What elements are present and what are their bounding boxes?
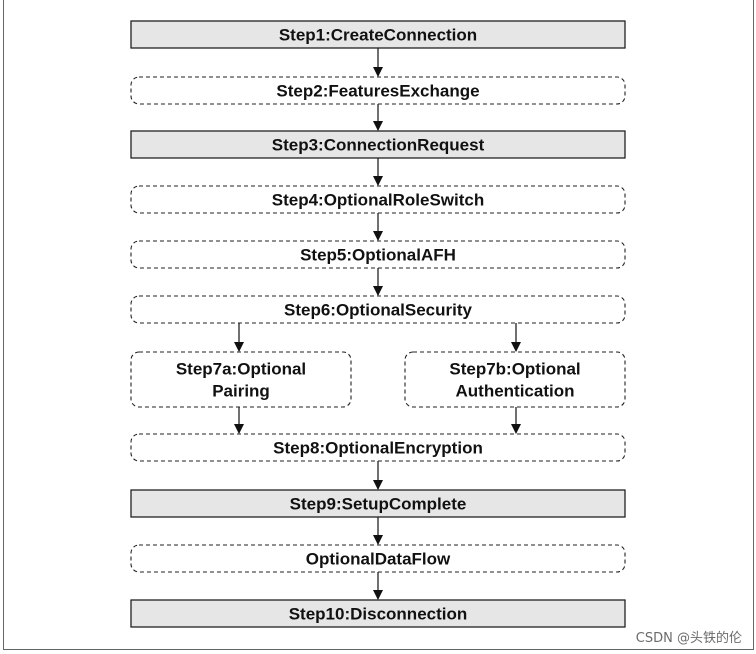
- node-box-step3: [130, 130, 626, 159]
- node-label-step7a-line2: Pairing: [212, 382, 270, 401]
- node-step3: Step3:ConnectionRequest: [130, 130, 626, 159]
- node-step5: Step5:OptionalAFH: [130, 240, 626, 269]
- node-label-step6: Step6:OptionalSecurity: [284, 301, 473, 320]
- node-box-step2: [130, 76, 626, 105]
- node-label-step7a-line1: Step7a:Optional: [176, 360, 306, 379]
- node-box-step10: [130, 599, 626, 628]
- node-box-step6: [130, 295, 626, 324]
- node-box-step9: [130, 489, 626, 518]
- node-box-step5: [130, 240, 626, 269]
- node-label-step1: Step1:CreateConnection: [279, 26, 477, 45]
- node-box-step7b: [404, 351, 626, 408]
- node-label-step9: Step9:SetupComplete: [290, 495, 467, 514]
- node-box-dataflow: [130, 544, 626, 573]
- node-label-step2: Step2:FeaturesExchange: [276, 82, 479, 101]
- node-box-step1: [130, 20, 626, 49]
- node-label-step4: Step4:OptionalRoleSwitch: [272, 191, 485, 210]
- watermark: CSDN @头铁的伦: [635, 631, 742, 646]
- node-step4: Step4:OptionalRoleSwitch: [130, 185, 626, 214]
- node-label-step7b-line2: Authentication: [456, 382, 575, 401]
- node-dataflow: OptionalDataFlow: [130, 544, 626, 573]
- node-label-step7b-line1: Step7b:Optional: [449, 360, 580, 379]
- node-label-step3: Step3:ConnectionRequest: [272, 136, 485, 155]
- node-box-step4: [130, 185, 626, 214]
- node-step10: Step10:Disconnection: [130, 599, 626, 628]
- node-step2: Step2:FeaturesExchange: [130, 76, 626, 105]
- node-step9: Step9:SetupComplete: [130, 489, 626, 518]
- node-label-dataflow: OptionalDataFlow: [306, 550, 451, 569]
- node-step1: Step1:CreateConnection: [130, 20, 626, 49]
- node-box-step7a: [130, 351, 352, 408]
- node-label-step5: Step5:OptionalAFH: [300, 246, 456, 265]
- figure-frame: [3, 0, 754, 650]
- node-label-step10: Step10:Disconnection: [289, 605, 468, 624]
- node-box-step8: [130, 433, 626, 462]
- node-step6: Step6:OptionalSecurity: [130, 295, 626, 324]
- node-label-step8: Step8:OptionalEncryption: [273, 439, 483, 458]
- node-step8: Step8:OptionalEncryption: [130, 433, 626, 462]
